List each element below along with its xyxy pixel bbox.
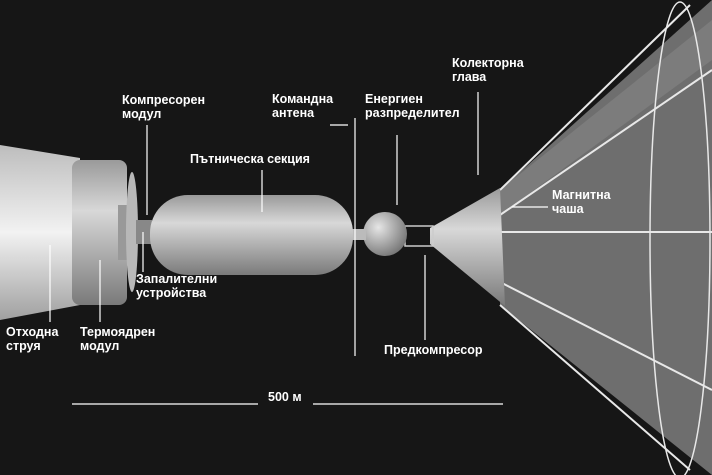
leader-lines [49,92,548,405]
label-line: Запалителни [136,272,218,286]
fusion-module [72,160,127,305]
label-line: Колекторна [452,56,524,70]
scale-bar-label: 500 м [268,390,302,404]
label-line: антена [272,106,315,120]
label-line: Магнитна [552,188,611,202]
label-line: глава [452,70,487,84]
label-line: струя [6,339,41,353]
label-line: устройства [136,286,207,300]
label-line: Термоядрен [80,325,156,339]
label-line: Отходна [6,325,59,339]
label-precompressor: Предкомпресор [384,343,483,357]
label-line: разпределител [365,106,460,120]
label-line: Компресорен [122,93,206,107]
collector-head [430,188,505,306]
exhaust-jet [0,145,80,320]
label-line: модул [122,107,162,121]
label-line: Командна [272,92,334,106]
energy-distributor [363,212,407,256]
label-line: Енергиен [365,92,423,106]
magnetic-cup [500,0,712,475]
label-line: модул [80,339,120,353]
label-passenger-section: Пътническа секция [190,152,310,166]
passenger-section [150,195,353,275]
label-line: чаша [552,202,584,216]
